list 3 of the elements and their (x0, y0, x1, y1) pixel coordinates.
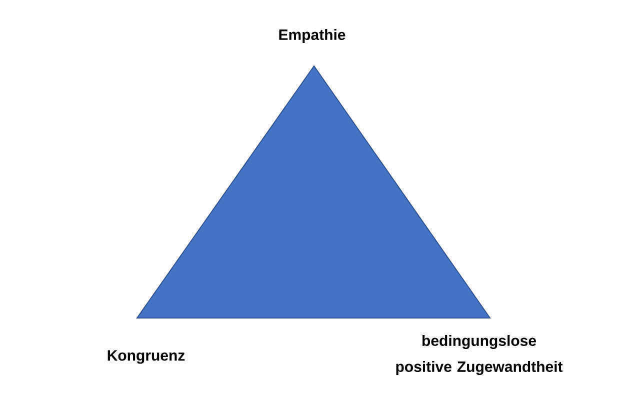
corner-label: Empathie (279, 29, 346, 43)
corner-label: bedingungslose positive Zugewandtheit (396, 334, 563, 376)
corner-label: Kongruenz (108, 350, 185, 364)
